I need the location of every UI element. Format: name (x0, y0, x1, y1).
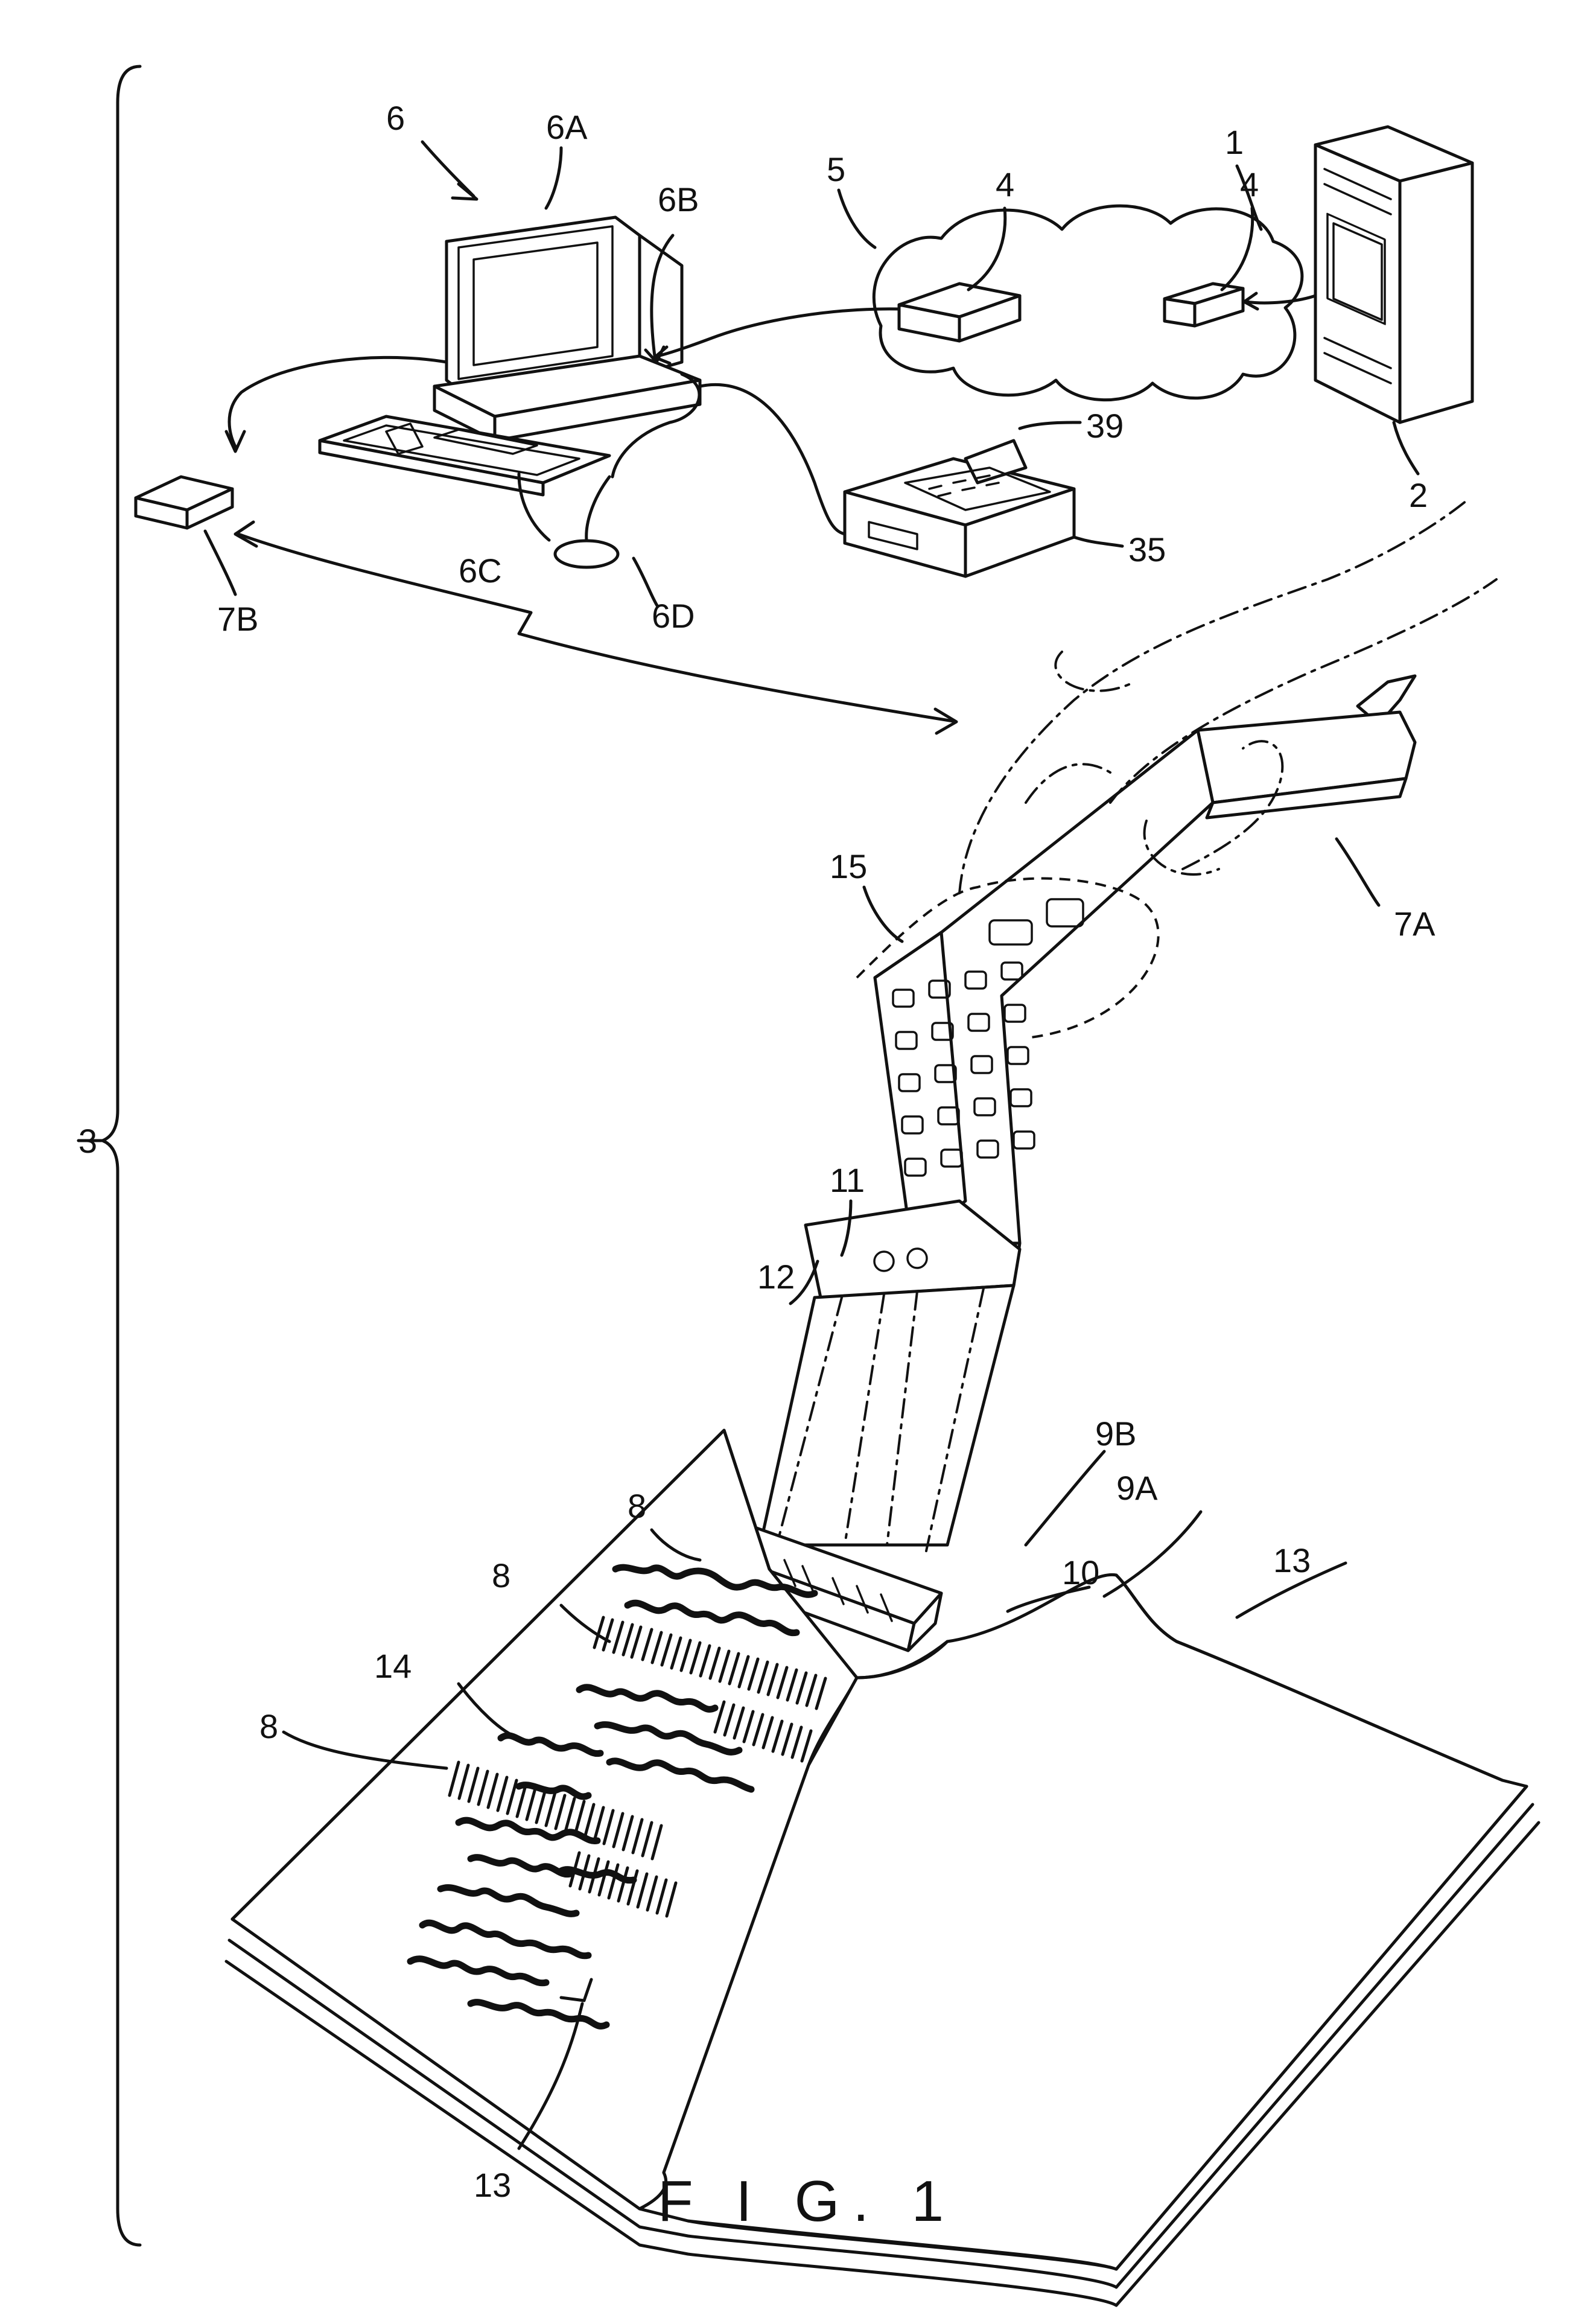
ref-label-6D: 6D (652, 597, 695, 635)
scanner-shaft (760, 1285, 1014, 1551)
ref-label-7B: 7B (217, 600, 259, 638)
ref-label-5: 5 (827, 150, 845, 188)
server-link (1246, 296, 1315, 303)
ref-label-13: 13 (474, 2166, 511, 2204)
ref-label-35: 35 (1128, 530, 1166, 568)
ref-label-3: 3 (78, 1122, 97, 1160)
ref-label-8: 8 (259, 1707, 278, 1745)
ref-label-2: 2 (1409, 476, 1428, 514)
base-station (136, 477, 232, 528)
ref-label-6: 6 (386, 99, 405, 137)
computer-workstation (229, 217, 700, 567)
printer-fax (845, 441, 1074, 576)
ref-label-6C: 6C (459, 552, 502, 590)
ref-label-9A: 9A (1116, 1469, 1158, 1507)
ref-label-15: 15 (830, 847, 867, 885)
ref-label-10: 10 (1062, 1553, 1099, 1591)
ref-label-11: 11 (830, 1161, 865, 1199)
cable-arrowhead (226, 432, 244, 451)
ref-label-6A: 6A (546, 108, 588, 146)
network-link (658, 309, 899, 356)
ref-label-13: 13 (1273, 1541, 1311, 1579)
ref-label-8: 8 (628, 1487, 646, 1525)
ref-label-12: 12 (757, 1258, 795, 1296)
ref-label-4: 4 (1240, 165, 1259, 203)
network-node (1165, 284, 1243, 326)
ref-label-6B: 6B (658, 180, 699, 218)
ref-label-8: 8 (492, 1556, 510, 1594)
ref-label-14: 14 (374, 1647, 412, 1685)
ref-label-9B: 9B (1095, 1415, 1137, 1453)
ref-label-1: 1 (1225, 123, 1244, 161)
printer-cable (700, 384, 845, 534)
ref-label-39: 39 (1086, 407, 1124, 445)
handheld-reader (806, 501, 1496, 1298)
ref-label-4: 4 (996, 165, 1014, 203)
figure-caption: F I G. 1 (658, 2169, 957, 2234)
server-tower (1315, 127, 1472, 422)
network-node (899, 284, 1020, 341)
ref-label-7A: 7A (1394, 905, 1435, 943)
